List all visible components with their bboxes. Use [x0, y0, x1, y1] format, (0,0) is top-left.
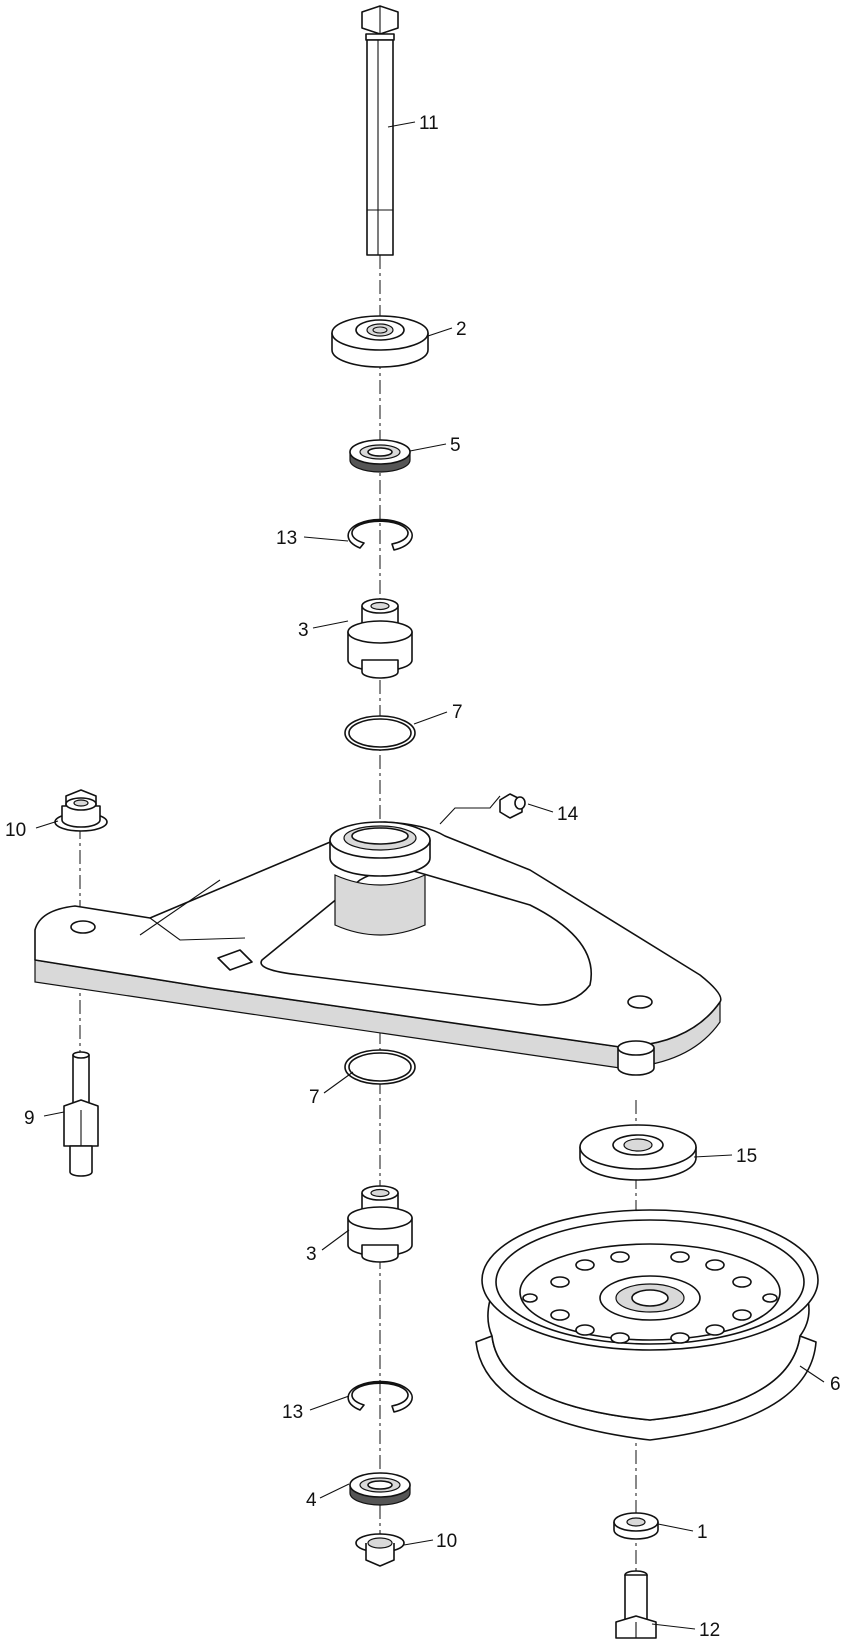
- callout-retaining-ring-bottom: 13: [282, 1402, 303, 1423]
- callout-grease-fitting: 14: [557, 804, 579, 825]
- callout-washer: 1: [697, 1522, 708, 1543]
- callout-pulley-cap-top: 2: [456, 319, 467, 340]
- callout-nut-bottom: 10: [436, 1531, 457, 1552]
- callout-bolt-short: 12: [699, 1620, 720, 1641]
- seal-bottom: [349, 1472, 411, 1506]
- retaining-ring-bottom: [347, 1380, 413, 1413]
- callout-stud: 9: [24, 1108, 35, 1129]
- pulley-holes: [522, 1251, 778, 1344]
- callout-spacer-washer: 15: [736, 1146, 757, 1167]
- stud: [63, 1051, 99, 1177]
- bearing-bottom: [347, 1185, 413, 1263]
- bearing-top: [347, 598, 413, 679]
- grease-fitting: [439, 793, 526, 825]
- o-ring-bottom: [344, 1049, 416, 1085]
- retaining-ring-top: [347, 518, 413, 551]
- leader-lines: [35, 121, 825, 1630]
- idler-pulley: [475, 1209, 819, 1441]
- short-bolt: [615, 1570, 657, 1639]
- callout-bearing-top: 3: [298, 620, 309, 641]
- nut-bottom: [355, 1533, 405, 1567]
- long-bolt: [361, 5, 399, 256]
- callout-nut-left: 10: [5, 820, 26, 841]
- o-ring-top: [344, 715, 416, 751]
- callout-o-ring-top: 7: [452, 702, 463, 723]
- callout-seal-bottom: 4: [306, 1490, 317, 1511]
- callout-o-ring-bottom: 7: [309, 1087, 320, 1108]
- callout-labels: 11 2 5 13 3 7 10 14 9 7 3 15 6 13 4 10 1…: [5, 113, 841, 1641]
- idler-arm-bracket: [34, 821, 722, 1076]
- washer: [613, 1512, 659, 1540]
- seal-top: [349, 439, 411, 473]
- callout-bolt-long: 11: [419, 113, 439, 134]
- callout-bearing-bottom: 3: [306, 1244, 317, 1265]
- nut-left: [54, 789, 108, 832]
- pulley-cap-top: [331, 315, 429, 368]
- spacer-washer: [579, 1124, 697, 1181]
- callout-retaining-ring-top: 13: [276, 528, 297, 549]
- callout-seal-top: 5: [450, 435, 461, 456]
- callout-idler-pulley: 6: [830, 1374, 841, 1395]
